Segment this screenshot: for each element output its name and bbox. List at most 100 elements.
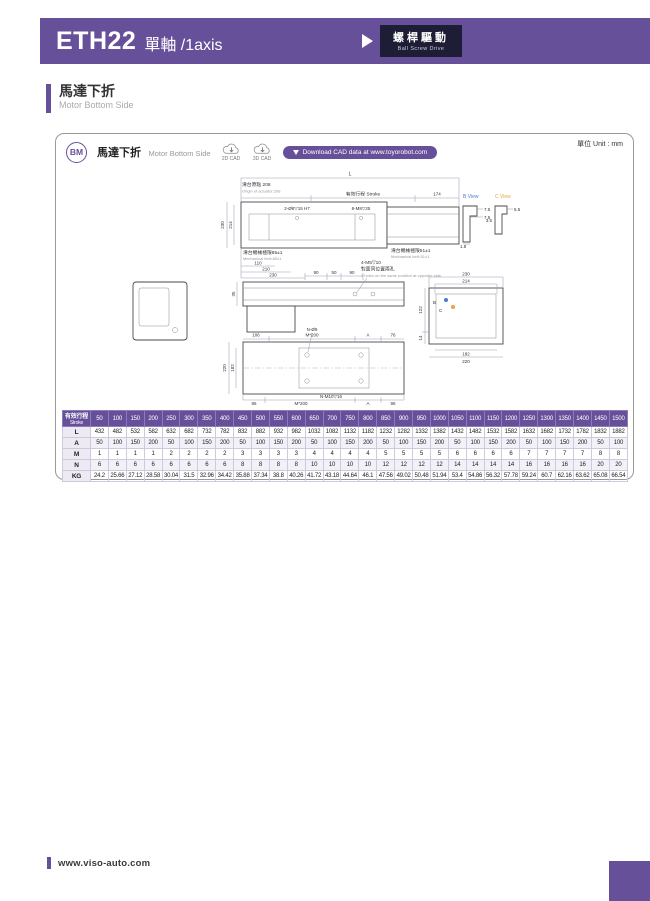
col-header: 1100 — [465, 410, 485, 427]
col-header: 1500 — [608, 410, 629, 427]
b-view-marker-dot — [444, 298, 448, 302]
cell: 1282 — [394, 426, 414, 438]
cell: 4 — [358, 448, 378, 460]
cell: 882 — [251, 426, 270, 438]
cell: 1 — [125, 448, 145, 460]
dim-label: 230 — [269, 273, 277, 278]
dim-label: 3.5 — [486, 218, 493, 223]
col-header: 1400 — [573, 410, 592, 427]
cell: 1732 — [555, 426, 575, 438]
col-header: 450 — [233, 410, 253, 427]
cell: 66.54 — [608, 470, 629, 482]
cell: 24.2 — [90, 470, 109, 482]
cad-2d-button[interactable]: 2D CAD — [221, 143, 242, 162]
dim-label: 50 — [331, 270, 337, 275]
stroke-dim-label: 有效行程 Stroke — [346, 191, 381, 198]
footer-accent-tick — [47, 857, 51, 869]
cell: 6 — [465, 448, 485, 460]
dim-label: L — [349, 172, 352, 178]
cad-2d-label: 2D CAD — [221, 155, 241, 162]
dim-label: 5.5 — [514, 207, 521, 212]
cell: 2 — [215, 448, 235, 460]
cell: 41.72 — [304, 470, 324, 482]
dim-label: 174 — [433, 192, 441, 197]
cell: 43.18 — [322, 470, 342, 482]
cell: 25.66 — [107, 470, 127, 482]
hole-note-en: 2 holes on the same position at opposite… — [361, 273, 442, 278]
section-accent-bar — [46, 84, 51, 113]
dim-label: 106 — [252, 333, 260, 338]
cell: 632 — [161, 426, 181, 438]
cell: 14 — [501, 459, 521, 471]
cell: 5 — [429, 448, 449, 460]
technical-drawing: L 滑台原點 208 Origin of actuator:208 有效行程 S… — [132, 172, 521, 406]
cell: 20 — [590, 459, 610, 471]
dim-label: 1.8 — [460, 244, 467, 249]
cell: 4 — [340, 448, 360, 460]
col-header: 100 — [107, 410, 127, 427]
cell: 200 — [501, 437, 521, 449]
cell: 62.16 — [555, 470, 575, 482]
dim-label: 182 — [462, 352, 470, 357]
cell: 63.62 — [573, 470, 592, 482]
cell: 150 — [483, 437, 503, 449]
cell: 8 — [251, 459, 270, 471]
cloud-download-3d-icon — [253, 143, 270, 154]
cell: 1832 — [590, 426, 610, 438]
drive-type-box: 螺桿驅動 Ball Screw Drive — [380, 25, 462, 57]
cell: 50 — [519, 437, 539, 449]
cell: 1 — [107, 448, 127, 460]
cell: 60.7 — [537, 470, 557, 482]
cell: 1882 — [608, 426, 629, 438]
cad-3d-label: 3D CAD — [252, 155, 272, 162]
unit-label: 單位 Unit : mm — [577, 141, 623, 148]
cell: 6 — [215, 459, 235, 471]
cell: 44.64 — [340, 470, 360, 482]
dim-label: 122 — [418, 306, 423, 314]
cell: 482 — [107, 426, 127, 438]
dim-label: 90 — [313, 270, 319, 275]
c-view-title: C View — [495, 194, 511, 200]
dim-label: 110 — [254, 261, 262, 266]
cell: 3 — [233, 448, 253, 460]
row-label: M — [62, 448, 91, 460]
dim-label: 214 — [462, 279, 470, 284]
cell: 12 — [412, 459, 431, 471]
dim-label: 90 — [349, 270, 355, 275]
drive-type-cn: 螺桿驅動 — [393, 32, 449, 44]
hole-note-cn: 對面同位置兩孔 — [361, 266, 395, 273]
cell: 51.94 — [429, 470, 449, 482]
cell: 432 — [90, 426, 109, 438]
mech-limit-cn: 滑台機械極限85±1 — [243, 249, 283, 256]
cad-3d-button[interactable]: 3D CAD — [252, 143, 273, 162]
cell: 2 — [161, 448, 181, 460]
cell: 16 — [555, 459, 575, 471]
cell: 50 — [90, 437, 109, 449]
cell: 10 — [340, 459, 360, 471]
cell: 35.88 — [233, 470, 253, 482]
cell: 37.34 — [251, 470, 270, 482]
b-view-marker: B — [433, 300, 436, 305]
bm-badge: BM — [66, 141, 87, 163]
cell: 32.96 — [197, 470, 217, 482]
origin-label-cn: 滑台原點 208 — [242, 181, 271, 188]
col-header: 50 — [90, 410, 109, 427]
download-cad-button[interactable]: Download CAD data at www.toyorobot.com — [282, 145, 438, 159]
hole-note: N-M10▽16 — [320, 394, 342, 399]
cell: 532 — [125, 426, 145, 438]
panel-header: BM 馬達下折 Motor Bottom Side 2D CAD 3D CAD — [66, 141, 438, 163]
cell: 200 — [286, 437, 306, 449]
cell: 150 — [268, 437, 288, 449]
dim-label: 86 — [251, 401, 257, 406]
col-header: 1150 — [483, 410, 503, 427]
drive-type-badge: 螺桿驅動 Ball Screw Drive — [362, 25, 462, 57]
cell: 40.26 — [286, 470, 306, 482]
download-label: Download CAD data at www.toyorobot.com — [302, 148, 428, 156]
cell: 100 — [322, 437, 342, 449]
